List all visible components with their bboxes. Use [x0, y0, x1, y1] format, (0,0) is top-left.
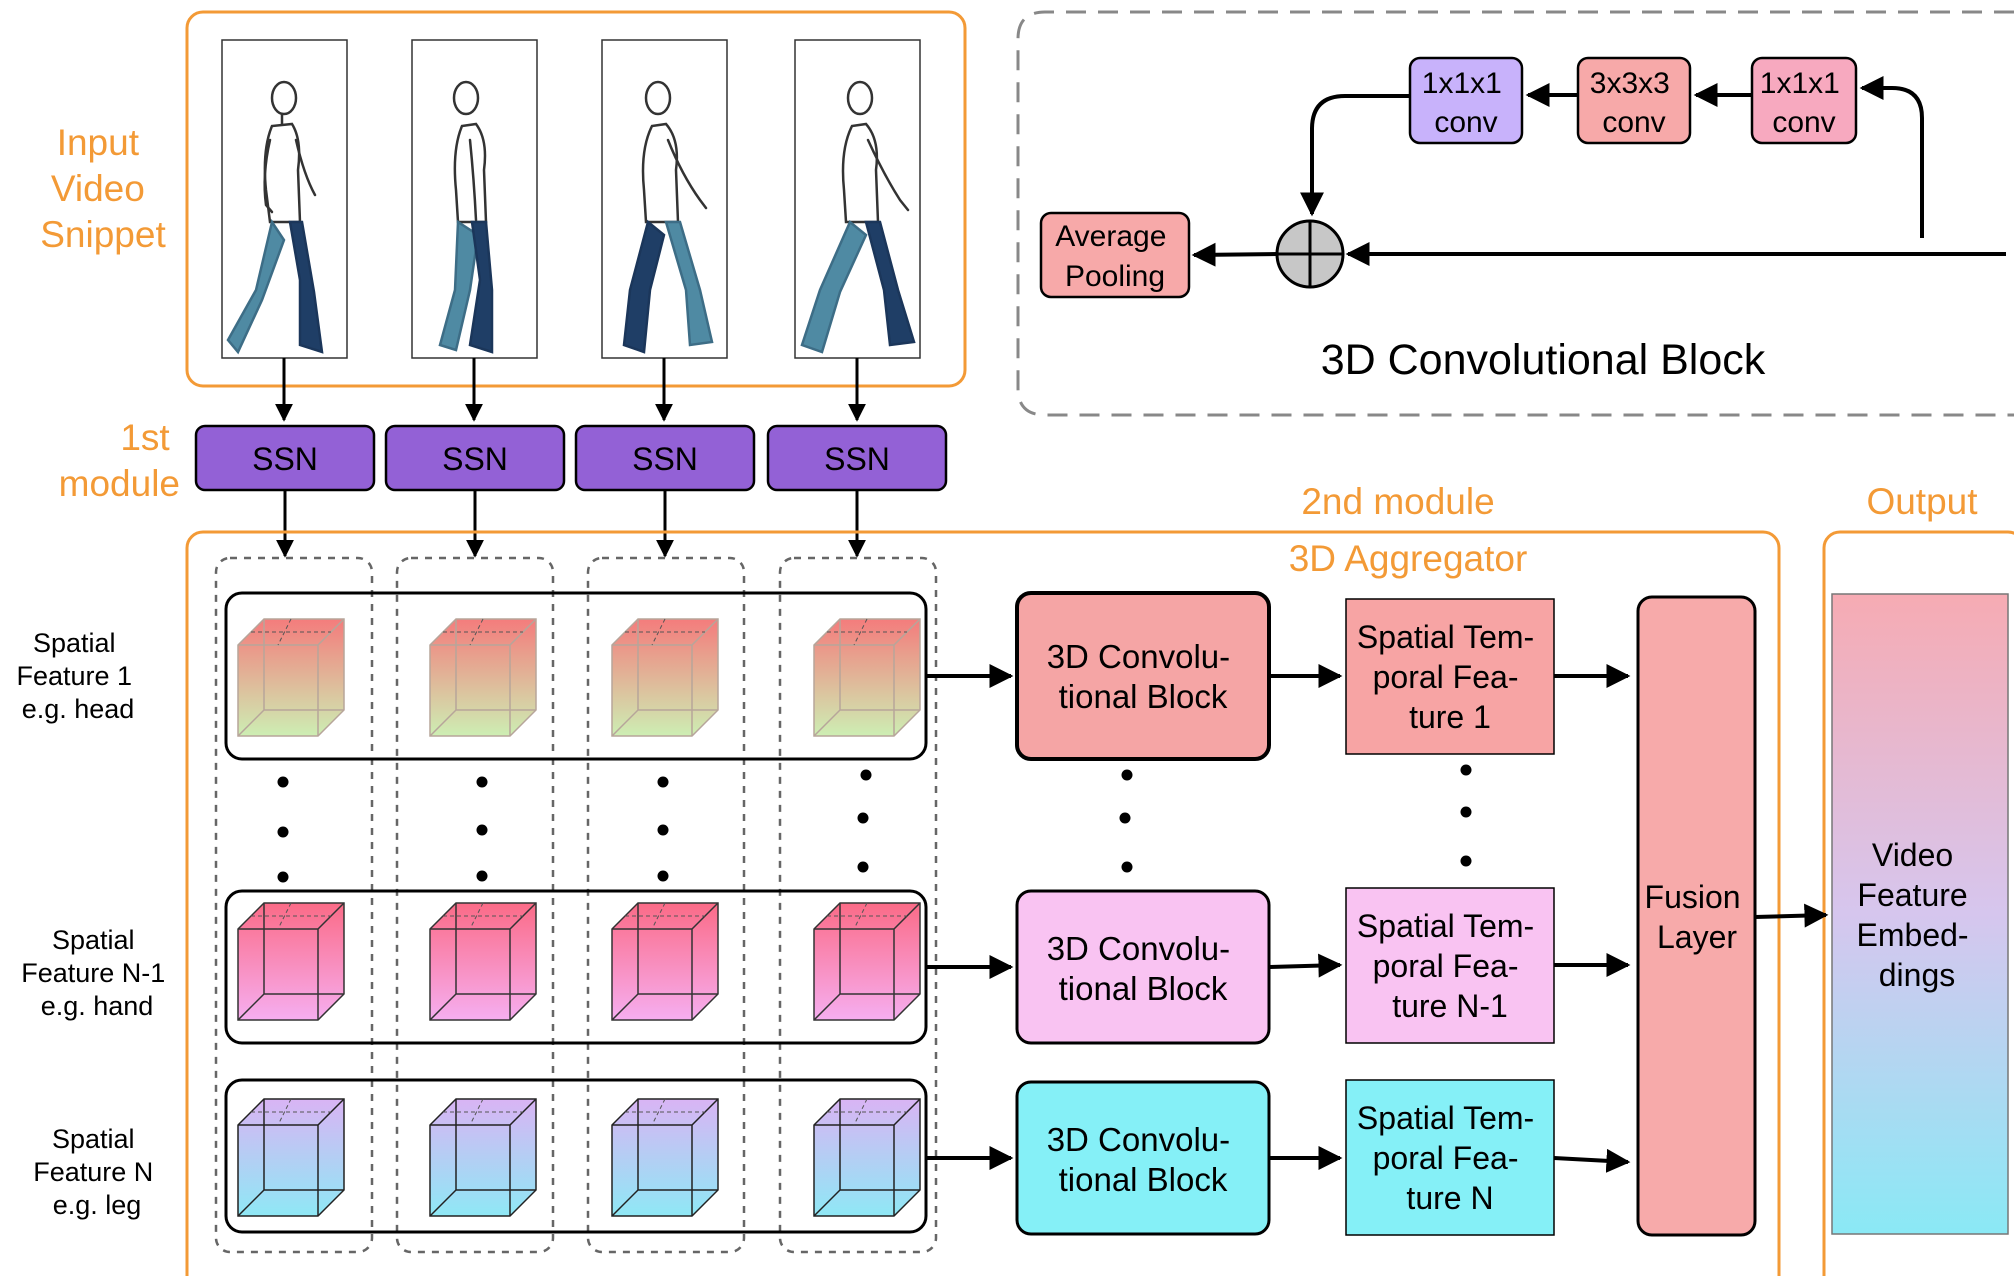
feature-cube-icon [237, 902, 345, 1021]
svg-text:3D Convolu- tional Block: 3D Convolu- tional Block [1047, 930, 1240, 1007]
video-frame-4 [794, 39, 921, 359]
video-frame-2 [411, 39, 538, 359]
ssn-module: SSN SSN SSN SSN [194, 424, 948, 492]
feature-cube-icon [237, 618, 345, 737]
svg-text:Video Feature Embe: Video Feature Embed- dings [1857, 837, 1978, 993]
svg-text:3D Convolu- tional Block: 3D Convolu- tional Block [1047, 1121, 1240, 1198]
aggregator-box [185, 530, 1781, 1276]
row1-cubes [237, 618, 921, 737]
svg-text:SSN: SSN [252, 441, 318, 477]
row2-st-feature: Spatial Tem- poral Fea- ture N-1 [1345, 887, 1555, 1044]
svg-text:SSN: SSN [824, 441, 890, 477]
walking-figure-icon [800, 80, 916, 354]
video-frame-3 [601, 39, 728, 359]
input-snippet-box [185, 10, 967, 388]
svg-text:3x3x3 conv: 3x3x3 conv [1590, 67, 1678, 139]
walking-figure-icon [226, 80, 324, 355]
svg-text:Spatial Tem- poral Fea-: Spatial Tem- poral Fea- ture N [1357, 1100, 1543, 1216]
conv-block-flow-arrows [1191, 76, 2006, 267]
row3-conv-block: 3D Convolu- tional Block [1015, 1080, 1271, 1236]
output-label: Output [1866, 481, 1978, 522]
svg-text:SSN: SSN [442, 441, 508, 477]
video-feature-embeddings: Video Feature Embed- dings [1831, 593, 2009, 1235]
input-snippet-label: Input Video Snippet [40, 122, 166, 255]
row3-feature-label: Spatial Feature N e.g. leg [33, 1124, 161, 1220]
svg-text:Spatial Tem- poral Fea-: Spatial Tem- poral Fea- ture N-1 [1357, 908, 1543, 1024]
fusion-layer: Fusion Layer [1636, 595, 1757, 1237]
ssn-box-4: SSN [766, 424, 948, 492]
feature-cube-icon [813, 618, 921, 737]
svg-text:1x1x1 conv: 1x1x1 conv [1760, 67, 1848, 139]
conv-1x1x1-pink: 1x1x1 conv [1750, 56, 1858, 145]
svg-text:3D Convolu- tional Block: 3D Convolu- tional Block [1047, 638, 1240, 715]
average-pooling-box: Average Pooling [1039, 211, 1191, 299]
row2-cubes [237, 902, 921, 1021]
video-frames [221, 39, 921, 359]
feature-cube-icon [429, 902, 537, 1021]
row2-conv-block: 3D Convolu- tional Block [1015, 889, 1271, 1045]
conv-block-detail: 1x1x1 conv 3x3x3 conv 1x1x1 conv Average… [1016, 10, 2014, 417]
row2-feature-label: Spatial Feature N-1 e.g. hand [21, 925, 173, 1021]
row1-st-feature: Spatial Tem- poral Fea- ture 1 [1345, 598, 1555, 755]
frame-to-ssn-arrows [275, 358, 866, 422]
walking-figure-icon [438, 80, 494, 354]
ssn-box-3: SSN [574, 424, 756, 492]
conv-3x3x3: 3x3x3 conv [1576, 56, 1692, 145]
row1-conv-block: 3D Convolu- tional Block [1015, 591, 1271, 761]
ellipsis-dots [277, 764, 1472, 883]
svg-text:1x1x1 conv: 1x1x1 conv [1422, 67, 1510, 139]
feature-cube-icon [429, 618, 537, 737]
row1-feature-label: Spatial Feature 1 e.g. head [16, 628, 139, 724]
feature-cube-icon [813, 1098, 921, 1217]
svg-text:Average Pooling: Average Pooling [1055, 220, 1175, 293]
feature-cube-icon [611, 618, 719, 737]
frame-column-groups [214, 556, 938, 1254]
aggregator-arrows [926, 664, 1829, 1173]
row3-cubes [237, 1098, 921, 1217]
second-module-label: 2nd module [1301, 481, 1494, 522]
feature-cube-icon [611, 1098, 719, 1217]
video-frame-1 [221, 39, 348, 359]
conv-block-title: 3D Convolutional Block [1321, 336, 1766, 384]
aggregator-label: 3D Aggregator [1289, 538, 1528, 579]
row3-st-feature: Spatial Tem- poral Fea- ture N [1345, 1079, 1555, 1236]
first-module-label: 1st module [59, 417, 180, 504]
ssn-box-2: SSN [384, 424, 566, 492]
feature-cube-icon [237, 1098, 345, 1217]
feature-cube-icon [429, 1098, 537, 1217]
conv-1x1x1-purple: 1x1x1 conv [1408, 56, 1524, 145]
feature-cube-icon [813, 902, 921, 1021]
sum-icon [1275, 219, 1345, 289]
svg-text:SSN: SSN [632, 441, 698, 477]
svg-text:Spatial Tem- poral Fea-: Spatial Tem- poral Fea- ture 1 [1357, 619, 1543, 735]
svg-text:Fusion Layer: Fusion Layer [1645, 879, 1750, 955]
ssn-to-aggregator-arrows [276, 490, 866, 558]
walking-figure-icon [622, 80, 714, 354]
ssn-box-1: SSN [194, 424, 376, 492]
feature-cube-icon [611, 902, 719, 1021]
